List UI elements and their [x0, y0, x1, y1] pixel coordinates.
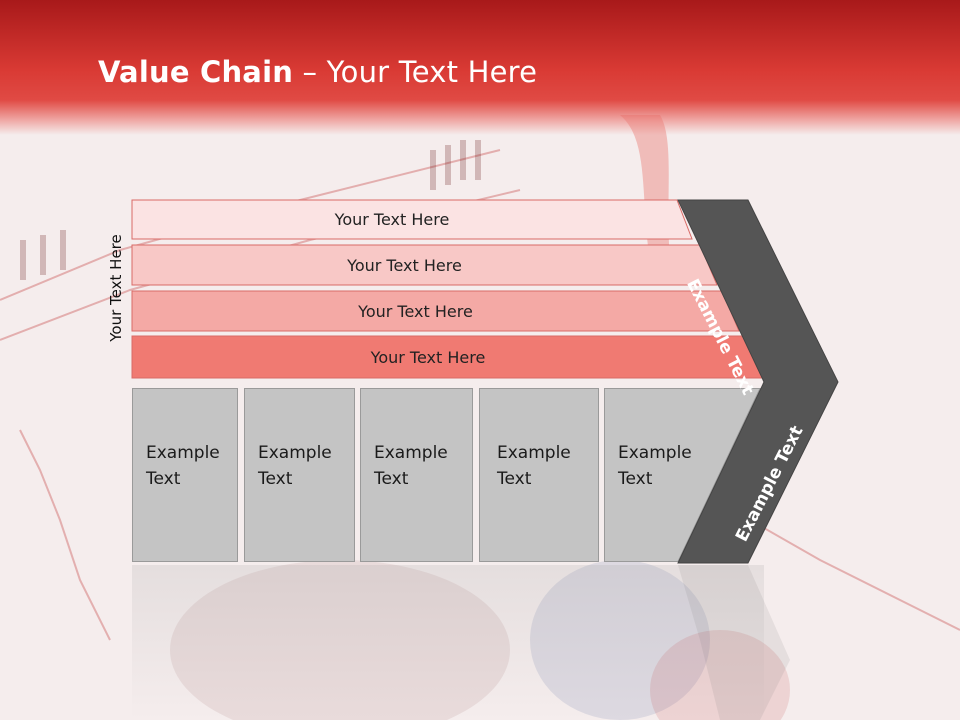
- bar-2-label: Your Text Here: [347, 255, 462, 275]
- column-1-shape: [132, 388, 238, 562]
- column-4-line2: Text: [497, 469, 532, 489]
- column-5-shape: [604, 388, 761, 562]
- column-3-line1: Example: [374, 443, 448, 463]
- bar-1-shape: [131, 199, 693, 240]
- slide-title-rest: – Your Text Here: [293, 55, 538, 89]
- column-5-line1: Example: [618, 443, 692, 463]
- bar-2[interactable]: Your Text Here: [131, 244, 718, 286]
- bar-2-shape: [131, 244, 718, 286]
- column-2-line2: Text: [258, 469, 293, 489]
- bar-4-label: Your Text Here: [370, 347, 486, 367]
- column-2-shape: [244, 388, 355, 562]
- bar-4[interactable]: Your Text Here: [131, 335, 765, 379]
- bar-1-label: Your Text Here: [334, 210, 450, 229]
- bar-3-label: Your Text Here: [358, 301, 473, 321]
- bar-1[interactable]: Your Text Here: [131, 199, 693, 240]
- header-band: [0, 0, 960, 135]
- column-3-line2: Text: [374, 469, 409, 489]
- column-5-line2: Text: [618, 469, 653, 489]
- column-3-shape: [360, 388, 473, 562]
- column-1-line2: Text: [146, 469, 181, 489]
- slide-title: Value Chain – Your Text Here: [98, 55, 537, 89]
- column-1-line1: Example: [146, 443, 220, 463]
- bar-3-shape: [131, 290, 740, 332]
- slide-title-bold: Value Chain: [98, 55, 294, 89]
- column-2-line1: Example: [258, 443, 332, 463]
- column-reflection: [132, 565, 764, 720]
- column-4-shape: [479, 388, 599, 562]
- bar-3[interactable]: Your Text Here: [131, 290, 740, 332]
- column-4-line1: Example: [497, 443, 571, 463]
